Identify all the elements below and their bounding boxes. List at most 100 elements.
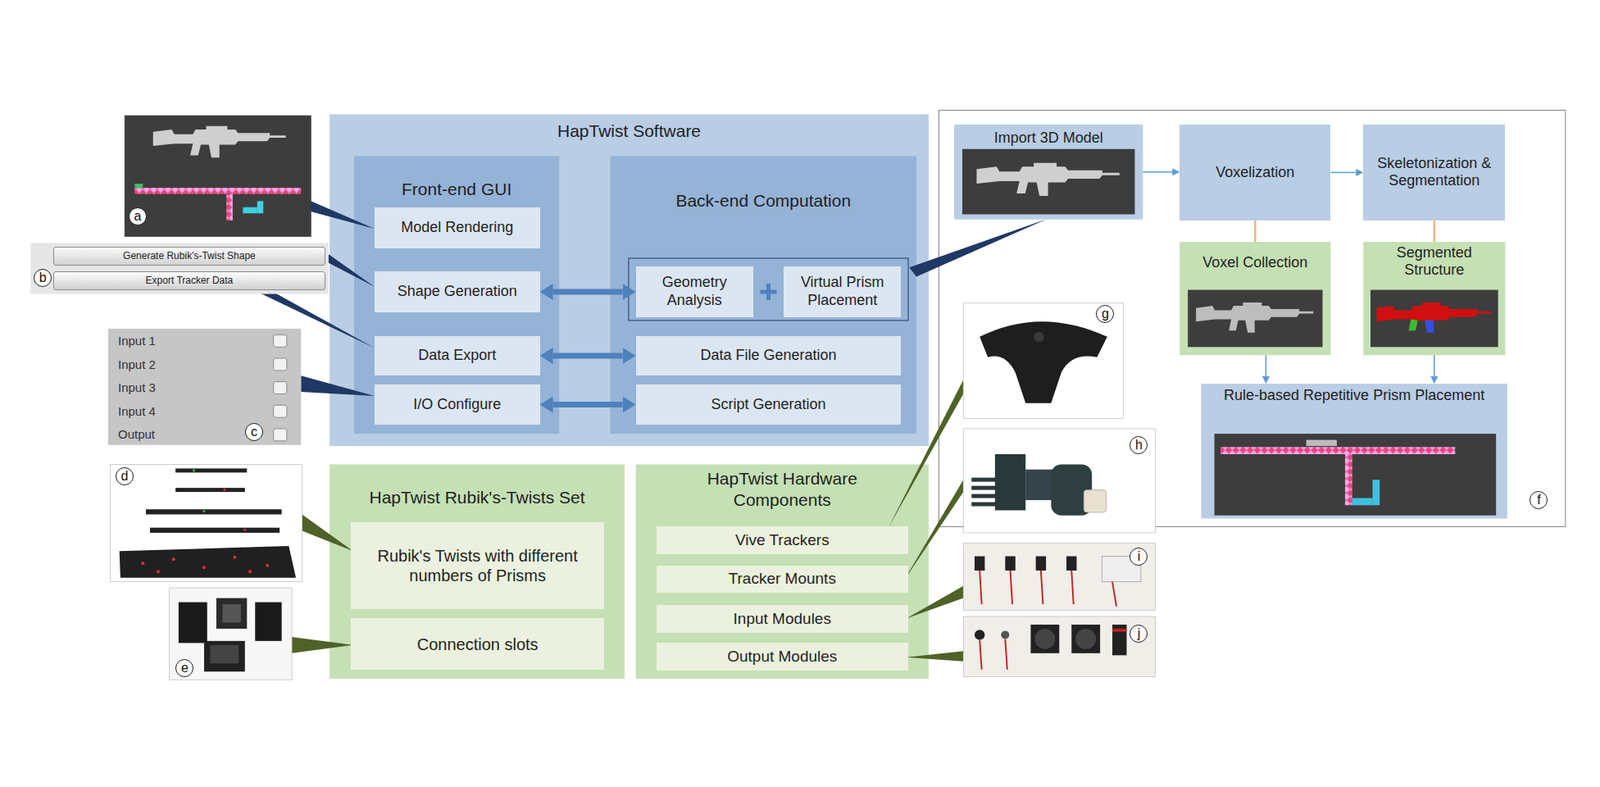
panel-title: HapTwist Software [329,120,929,141]
photo [169,587,292,680]
box-label: Geometry Analysis [642,273,747,310]
connector [553,352,623,359]
callout-letter: b [33,268,52,287]
box-label: Segmented Structure [1369,244,1499,280]
process-box: Data Export [374,336,541,377]
box-label: Data Export [418,346,496,365]
checkbox-panel: Input 1Input 2Input 3Input 4Output [108,328,301,446]
leader-wedge [906,586,964,619]
box-label: I/O Configure [413,395,501,414]
process-box: Model Rendering [374,207,541,249]
leader-wedge [302,513,354,551]
panel-ground [610,155,918,434]
checkbox [273,404,287,418]
box-label: Rubik's Twists with different numbers of… [357,545,598,586]
process-box: Vive Trackers [656,526,910,555]
checkbox [273,358,287,371]
box-label: Voxel Collection [1202,254,1308,273]
box-label: Output Modules [727,647,837,667]
segmented-model [1377,302,1491,333]
panel-ground [354,155,560,434]
connector [1433,220,1437,242]
render-image [1214,433,1497,516]
io-label: Input 3 [118,376,301,400]
panel-ground [329,113,929,446]
photo [963,542,1155,610]
process-box: Virtual Prism Placement [783,266,901,318]
panel-title: HapTwist Rubik's-Twists Set [329,486,625,508]
leader-wedge [325,252,375,287]
render-image [124,115,312,237]
render-image [1187,290,1323,348]
photo [109,463,302,582]
panel: Front-end GUI Model RenderingShape Genera… [354,155,560,434]
panel: HapTwist Hardware ComponentsVive Tracker… [636,463,929,678]
process-box: Rubik's Twists with different numbers of… [350,522,605,610]
panel: Back-end ComputationGeometry Analysis Vir… [610,155,918,434]
callout-letter: e [175,659,194,678]
plus-symbol [760,283,778,300]
render-image [1370,290,1499,348]
process-box: Script Generation [636,384,902,425]
box-label: Voxelization [1215,163,1295,182]
panel: HapTwist SoftwareFront-end GUI Model Rend… [329,113,929,446]
callout-letter: i [1129,547,1148,566]
panel-ground [329,463,625,678]
connector [1433,354,1436,377]
gui-button: Export Tracker Data [53,271,326,290]
photo [963,428,1155,533]
picture-box: Voxel Collection [1179,241,1331,355]
process-box: Connection slots [350,618,605,669]
box-label: Script Generation [710,395,826,414]
io-label: Input 1 [118,329,301,354]
group-outline [628,258,909,321]
box-label: Rule-based Repetitive Prism Placement [1223,386,1485,405]
process-box: Tracker Mounts [656,565,910,594]
photo [963,303,1123,419]
leader-wedge [306,199,375,229]
process-box: Data File Generation [636,336,902,377]
box-label: Input Modules [733,609,832,629]
box-label: Data File Generation [700,346,837,365]
gun-model [153,126,287,159]
box-label: Import 3D Model [994,129,1104,148]
picture-box: Rule-based Repetitive Prism Placement [1200,383,1508,519]
checkbox [273,381,287,395]
picture-box: Import 3D Model [954,124,1143,220]
connector [1142,171,1173,173]
gui-strip [30,242,329,294]
process-box: Input Modules [656,604,910,633]
checkbox [273,334,287,347]
connector [553,289,623,296]
box-label: Model Rendering [400,218,514,237]
panel-title: Back-end Computation [610,190,918,211]
process-box: Shape Generation [374,271,541,313]
callout-letter: f [1529,490,1548,510]
connector [1265,354,1268,377]
callout-letter: g [1095,304,1114,323]
leader-wedge [909,219,1046,278]
process-box: Geometry Analysis [636,266,754,318]
connector [1331,172,1357,174]
voxel-model [1195,302,1314,333]
panel: HapTwist Rubik's-Twists SetRubik's Twist… [329,463,625,678]
process-box: Voxelization [1179,124,1331,221]
callout-letter: a [128,207,147,226]
panel-ground [636,463,929,678]
callout-letter: h [1129,436,1148,455]
box-label: Tracker Mounts [728,569,837,589]
connector [553,401,623,408]
box-ground [1200,383,1508,519]
photo [963,616,1155,677]
io-label: Input 2 [118,353,301,378]
io-label: Output [118,422,301,447]
box-label: Virtual Prism Placement [790,273,895,310]
box-ground [1179,241,1331,355]
io-label: Input 4 [118,400,301,424]
leader-wedge [906,650,964,661]
box-label: Skeletonization & Segmentation [1369,154,1499,191]
panel-title: Front-end GUI [354,178,560,200]
render-image [962,149,1135,215]
box-label: Vive Trackers [735,531,830,550]
box-ground [1363,241,1505,355]
